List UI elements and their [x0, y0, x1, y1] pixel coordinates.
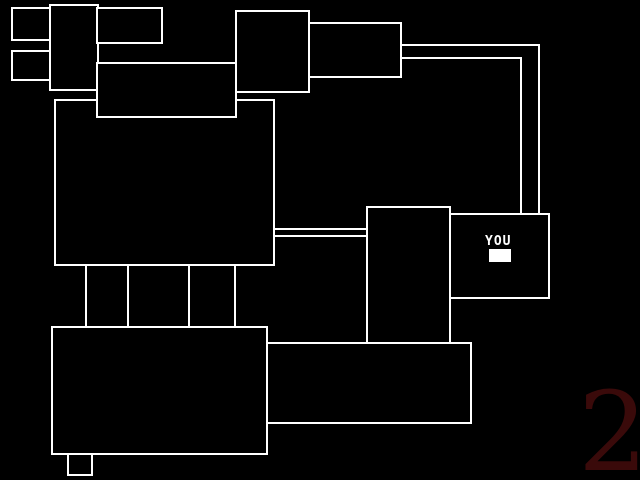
room-upper-connector-overlay: [96, 62, 237, 118]
room-top-left-small-upper: [11, 7, 51, 41]
room-center-right: [366, 206, 451, 344]
room-lower-middle-gap: [127, 264, 190, 328]
room-top-center: [235, 10, 310, 93]
room-lower-left-closet: [85, 264, 129, 328]
floor-number-indicator: 2: [578, 368, 640, 480]
room-bottom-right-wide: [266, 342, 472, 424]
room-bottom-left-large: [51, 326, 268, 455]
room-top-right: [308, 22, 402, 78]
room-bottom-tiny: [67, 453, 93, 476]
player-label: YOU: [485, 234, 511, 249]
room-main-hall: [54, 99, 275, 266]
room-top-left-wide: [96, 7, 163, 44]
player-marker: [489, 249, 511, 262]
room-top-left-small-lower: [11, 50, 51, 81]
right-hallway-inner: [401, 57, 522, 214]
room-top-left-tall: [49, 4, 99, 91]
right-hallway-outer: [401, 44, 540, 214]
room-lower-right-closet: [188, 264, 236, 328]
